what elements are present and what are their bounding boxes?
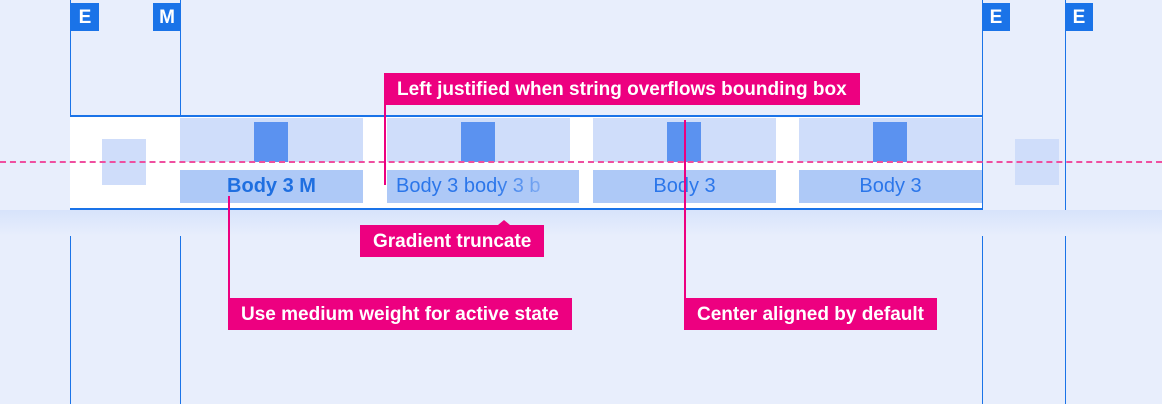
tab-icon <box>254 122 288 162</box>
tab-icon-area <box>799 118 982 162</box>
annotation-medium-weight: Use medium weight for active state <box>228 298 572 330</box>
spacing-badge-m: M <box>153 3 181 31</box>
annotation-center-aligned: Center aligned by default <box>684 298 937 330</box>
tab-icon <box>461 122 495 162</box>
tab-icon <box>873 122 907 162</box>
tab-label: Body 3 body 3 b <box>396 175 541 197</box>
tab-item-2[interactable]: Body 3 body 3 b <box>387 118 579 207</box>
tab-label: Body 3 <box>859 175 922 197</box>
spacing-badge-e-right-inner: E <box>982 3 1010 31</box>
tab-label-area: Body 3 <box>799 170 982 203</box>
leader-line-medium-weight <box>228 196 230 298</box>
band-drop-shade <box>0 210 1162 236</box>
tab-label-area: Body 3 M <box>180 170 363 203</box>
spacing-badge-e-right-outer: E <box>1065 3 1093 31</box>
tab-icon-area <box>387 118 570 162</box>
tab-label-area: Body 3 body 3 b <box>387 170 579 203</box>
baseline-guide <box>0 161 1162 163</box>
tab-icon-area <box>180 118 363 162</box>
annotation-gradient-truncate: Gradient truncate <box>360 220 545 257</box>
callout-pointer <box>498 220 511 225</box>
tab-item-1[interactable]: Body 3 M <box>180 118 363 207</box>
annotation-left-justified: Left justified when string overflows bou… <box>384 73 860 105</box>
spacing-badge-e-left: E <box>71 3 99 31</box>
annotation-text: Gradient truncate <box>373 230 532 252</box>
leader-line-left-justified <box>384 105 386 185</box>
leader-line-center-aligned <box>684 120 686 298</box>
guide-line-3 <box>982 0 983 404</box>
guide-line-4 <box>1065 0 1066 404</box>
tab-label: Body 3 M <box>227 175 316 197</box>
tab-item-4[interactable]: Body 3 <box>799 118 982 207</box>
